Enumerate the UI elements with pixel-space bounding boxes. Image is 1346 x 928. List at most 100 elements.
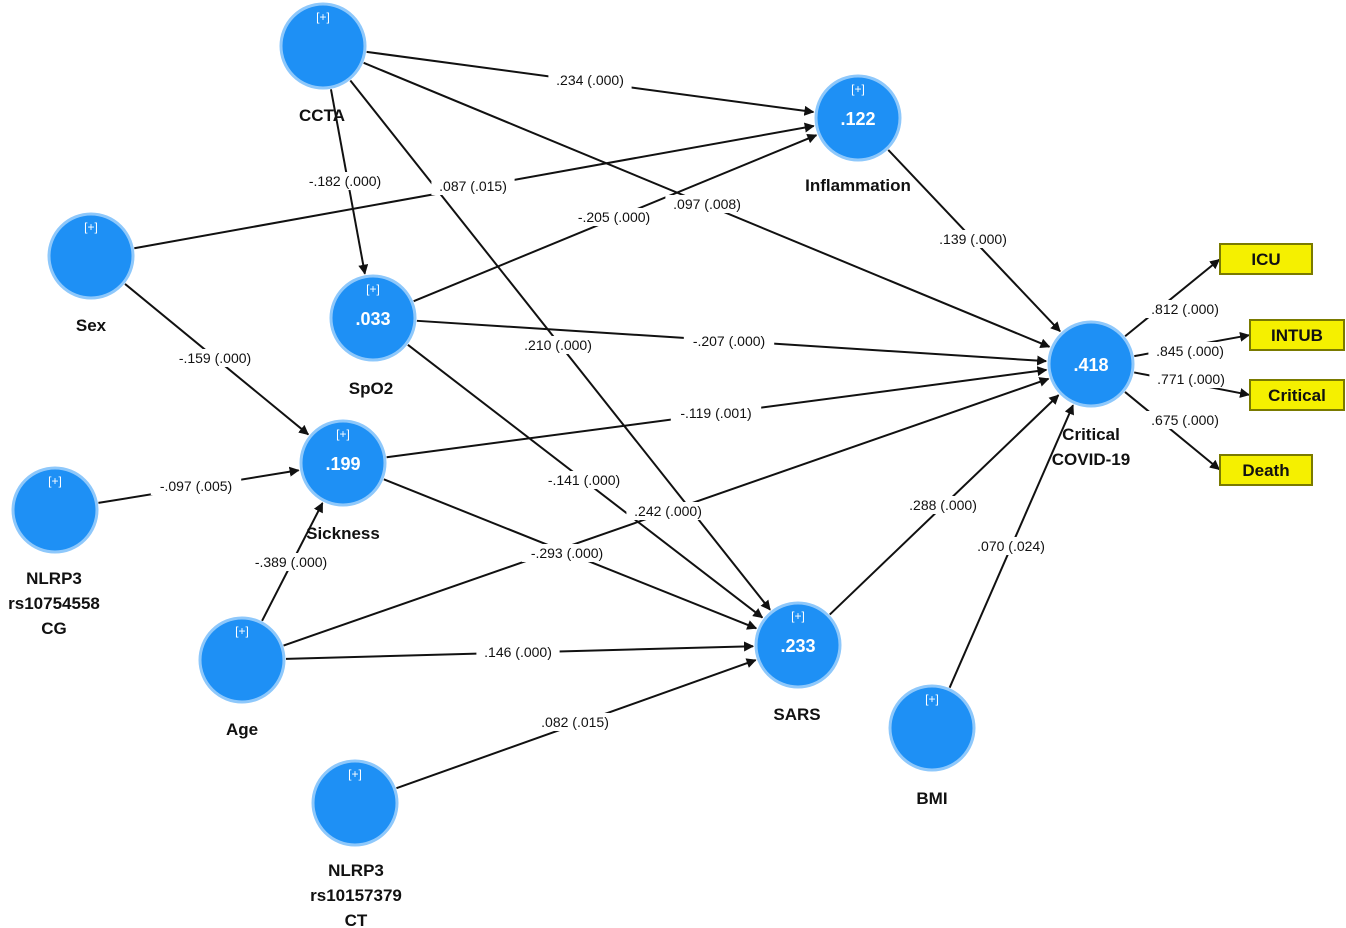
- path-coefficient-age-to-sars-text: .146 (.000): [484, 644, 552, 660]
- indicator-box-intub[interactable]: [1249, 319, 1345, 351]
- expand-toggle-sars[interactable]: [+]: [791, 609, 805, 623]
- construct-label-nlrp3cg: rs10754558: [8, 594, 100, 613]
- path-coefficient-ccta-to-inflammation-text: .234 (.000): [556, 72, 624, 88]
- path-coefficient-inflammation-to-critical-bg: [931, 230, 1015, 248]
- construct-circle-spo2[interactable]: [329, 274, 417, 362]
- expand-toggle-sex[interactable]: [+]: [84, 220, 98, 234]
- construct-label-nlrp3ct: rs10157379: [310, 886, 402, 905]
- path-coefficient-bmi-to-critical: .070 (.024): [969, 537, 1053, 555]
- path-coefficient-ccta-to-critical-text: .097 (.008): [673, 196, 741, 212]
- path-coefficient-sex-to-sickness-bg: [169, 349, 261, 367]
- outer-loading-critical: .771 (.000): [1149, 370, 1233, 388]
- construct-label-sickness: Sickness: [306, 524, 380, 543]
- path-coefficient-age-to-sars-bg: [476, 643, 560, 661]
- construct-circle-age[interactable]: [198, 616, 286, 704]
- path-coefficient-age-to-critical-text: .242 (.000): [634, 503, 702, 519]
- expand-toggle-nlrp3cg[interactable]: [+]: [48, 474, 62, 488]
- path-coefficient-age-to-critical-bg: [626, 502, 710, 520]
- path-coefficient-sars-to-critical-bg: [901, 496, 985, 514]
- path-coefficient-spo2-to-critical-bg: [683, 332, 775, 350]
- indicator-box-icu[interactable]: [1219, 243, 1313, 275]
- path-coefficient-spo2-to-sars: -.141 (.000): [538, 471, 630, 489]
- indicator-box-death[interactable]: [1219, 454, 1313, 486]
- construct-circle-ccta[interactable]: [279, 2, 367, 90]
- construct-circle-inflammation[interactable]: [814, 74, 902, 162]
- outer-loading-intub: .845 (.000): [1148, 342, 1232, 360]
- path-coefficient-ccta-to-spo2: -.182 (.000): [299, 172, 391, 190]
- construct-circle-nlrp3ct[interactable]: [311, 759, 399, 847]
- outer-loading-death-text: .675 (.000): [1151, 412, 1219, 428]
- expand-toggle-nlrp3ct[interactable]: [+]: [348, 767, 362, 781]
- path-coefficient-ccta-to-inflammation-bg: [548, 71, 632, 89]
- expand-toggle-spo2[interactable]: [+]: [366, 282, 380, 296]
- construct-circle-sex[interactable]: [47, 212, 135, 300]
- outer-loading-critical-bg: [1149, 370, 1233, 388]
- r-squared-value-spo2: .033: [355, 309, 390, 329]
- construct-circle-sars[interactable]: [754, 601, 842, 689]
- construct-node-sex[interactable]: [+]: [47, 212, 135, 300]
- indicator-intub[interactable]: INTUB: [1249, 319, 1345, 351]
- construct-circle-nlrp3cg[interactable]: [11, 466, 99, 554]
- construct-node-ccta[interactable]: [+]: [279, 2, 367, 90]
- construct-node-age[interactable]: [+]: [198, 616, 286, 704]
- indicator-critical[interactable]: Critical: [1249, 379, 1345, 411]
- path-coefficient-age-to-sickness-bg: [245, 553, 337, 571]
- expand-toggle-bmi[interactable]: [+]: [925, 692, 939, 706]
- construct-label-critical: Critical: [1062, 425, 1120, 444]
- indicator-label-death: Death: [1242, 461, 1289, 480]
- expand-toggle-inflammation[interactable]: [+]: [851, 82, 865, 96]
- construct-circle-bmi[interactable]: [888, 684, 976, 772]
- r-squared-value-sars: .233: [780, 636, 815, 656]
- construct-label-inflammation: Inflammation: [805, 176, 911, 195]
- path-coefficient-spo2-to-inflammation: -.205 (.000): [568, 208, 660, 226]
- path-coefficient-age-to-sickness-text: -.389 (.000): [255, 554, 327, 570]
- path-coefficient-ccta-to-spo2-bg: [299, 172, 391, 190]
- path-coefficient-nlrp3ct-to-sars-text: .082 (.015): [541, 714, 609, 730]
- construct-node-nlrp3ct[interactable]: [+]: [311, 759, 399, 847]
- path-coefficient-ccta-to-sars-bg: [516, 336, 600, 354]
- path-coefficient-age-to-sickness: -.389 (.000): [245, 553, 337, 571]
- construct-label-spo2: SpO2: [349, 379, 393, 398]
- construct-label-bmi: BMI: [916, 789, 947, 808]
- indicator-box-critical[interactable]: [1249, 379, 1345, 411]
- construct-label-sars: SARS: [773, 705, 820, 724]
- path-coefficient-nlrp3cg-to-sickness: -.097 (.005): [150, 477, 242, 495]
- r-squared-value-inflammation: .122: [840, 109, 875, 129]
- construct-node-critical[interactable]: .418: [1047, 320, 1135, 408]
- outer-loading-icu: .812 (.000): [1143, 300, 1227, 318]
- expand-toggle-age[interactable]: [+]: [235, 624, 249, 638]
- construct-node-bmi[interactable]: [+]: [888, 684, 976, 772]
- path-coefficient-spo2-to-critical-text: -.207 (.000): [693, 333, 765, 349]
- path-coefficient-nlrp3ct-to-sars: .082 (.015): [533, 713, 617, 731]
- indicator-icu[interactable]: ICU: [1219, 243, 1313, 275]
- construct-circle-critical[interactable]: [1047, 320, 1135, 408]
- path-coefficient-inflammation-to-critical-text: .139 (.000): [939, 231, 1007, 247]
- outer-loading-critical-text: .771 (.000): [1157, 371, 1225, 387]
- path-coefficient-nlrp3cg-to-sickness-bg: [150, 477, 242, 495]
- path-coefficient-ccta-to-critical: .097 (.008): [665, 195, 749, 213]
- indicator-death[interactable]: Death: [1219, 454, 1313, 486]
- path-coefficient-sars-to-critical: .288 (.000): [901, 496, 985, 514]
- construct-label-age: Age: [226, 720, 258, 739]
- construct-node-sickness[interactable]: [+].199: [299, 419, 387, 507]
- construct-label-critical: COVID-19: [1052, 450, 1130, 469]
- construct-node-spo2[interactable]: [+] .033: [329, 274, 417, 362]
- path-coefficient-ccta-to-critical-bg: [665, 195, 749, 213]
- construct-node-sars[interactable]: [+] .233: [754, 601, 842, 689]
- expand-toggle-sickness[interactable]: [+]: [336, 427, 350, 441]
- path-coefficient-ccta-to-sars: .210 (.000): [516, 336, 600, 354]
- construct-node-nlrp3cg[interactable]: [+]: [11, 466, 99, 554]
- path-coefficient-sex-to-inflammation: .087 (.015): [431, 177, 515, 195]
- expand-toggle-ccta[interactable]: [+]: [316, 10, 330, 24]
- path-coefficient-inflammation-to-critical: .139 (.000): [931, 230, 1015, 248]
- outer-loading-intub-bg: [1148, 342, 1232, 360]
- path-coefficient-spo2-to-inflammation-text: -.205 (.000): [578, 209, 650, 225]
- construct-node-inflammation[interactable]: [+] .122: [814, 74, 902, 162]
- path-coefficient-ccta-to-inflammation: .234 (.000): [548, 71, 632, 89]
- loading-arrow-death: [1124, 391, 1221, 471]
- path-coefficient-sex-to-sickness-text: -.159 (.000): [179, 350, 251, 366]
- path-coefficient-spo2-to-sars-bg: [538, 471, 630, 489]
- construct-circle-sickness[interactable]: [299, 419, 387, 507]
